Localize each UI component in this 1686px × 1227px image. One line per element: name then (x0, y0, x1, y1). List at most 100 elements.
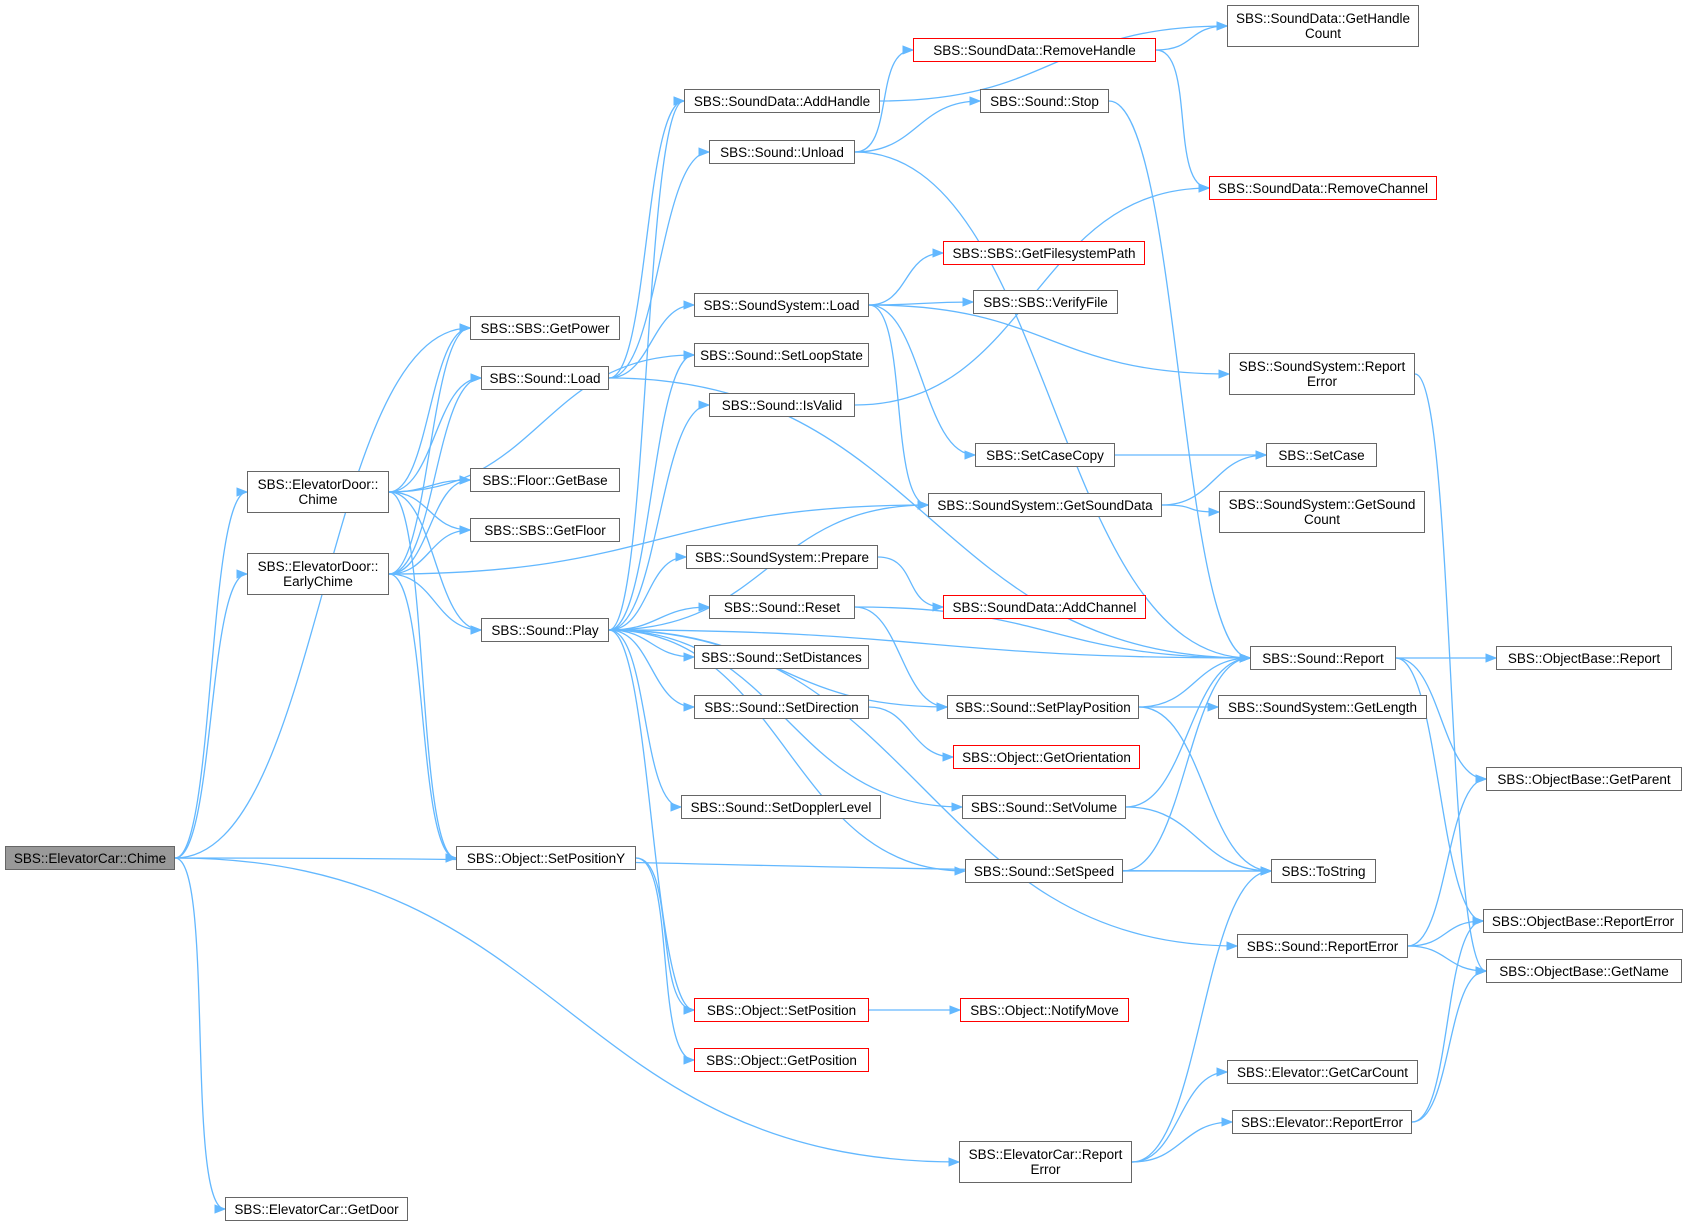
node-ss-prepare[interactable]: SBS::SoundSystem::Prepare (686, 545, 878, 569)
node-label: SBS::Sound::SetDopplerLevel (690, 799, 872, 815)
node-tostring[interactable]: SBS::ToString (1271, 859, 1376, 883)
node-sound-play[interactable]: SBS::Sound::Play (481, 618, 609, 642)
node-sound-setdist[interactable]: SBS::Sound::SetDistances (694, 645, 869, 669)
node-label: Error (1030, 1162, 1061, 1177)
node-sd-removehandle[interactable]: SBS::SoundData::RemoveHandle (913, 38, 1156, 62)
node-obj-getpos[interactable]: SBS::Object::GetPosition (694, 1048, 869, 1072)
node-label: SBS::SetCase (1278, 447, 1365, 463)
edge-sd-removehandle-to-sd-gethandlecount (1155, 21, 1229, 51)
node-obj-notifymove[interactable]: SBS::Object::NotifyMove (960, 998, 1129, 1022)
node-sbs-getfspath[interactable]: SBS::SBS::GetFilesystemPath (943, 241, 1145, 265)
edge-door-chime-to-obj-setposy (388, 491, 458, 863)
node-ob-getparent[interactable]: SBS::ObjectBase::GetParent (1486, 767, 1682, 791)
edge-sound-play-to-sound-reset (608, 602, 711, 631)
node-root[interactable]: SBS::ElevatorCar::Chime (5, 846, 175, 870)
node-sd-removechannel[interactable]: SBS::SoundData::RemoveChannel (1209, 176, 1437, 200)
edge-elev-reporterror-to-ob-getname (1411, 966, 1488, 1123)
node-getpower[interactable]: SBS::SBS::GetPower (470, 316, 620, 340)
node-label: SBS::SoundData::RemoveHandle (933, 42, 1136, 58)
node-sound-reset[interactable]: SBS::Sound::Reset (709, 595, 855, 619)
edge-door-chime-to-sound-setloop (388, 350, 696, 493)
edge-sound-unload-to-sound-report (854, 151, 1252, 663)
node-setcasecopy[interactable]: SBS::SetCaseCopy (975, 443, 1115, 467)
edge-sound-play-to-sound-reporterror (608, 629, 1239, 951)
node-label: SBS::Sound::IsValid (721, 397, 843, 413)
node-label: Chime (298, 492, 338, 507)
node-label: SBS::Sound::SetDirection (704, 699, 859, 715)
node-sound-setloop[interactable]: SBS::Sound::SetLoopState (694, 343, 869, 367)
edge-root-to-door-chime (174, 487, 249, 859)
edge-sound-play-to-sound-setloop (608, 350, 696, 631)
node-label: SBS::Object::SetPositionY (466, 850, 626, 866)
edge-root-to-car-reporterror (174, 857, 961, 1167)
node-ss-load[interactable]: SBS::SoundSystem::Load (694, 293, 869, 317)
node-sound-setdir[interactable]: SBS::Sound::SetDirection (694, 695, 869, 719)
node-obj-getorient[interactable]: SBS::Object::GetOrientation (953, 745, 1140, 769)
node-sound-report[interactable]: SBS::Sound::Report (1250, 646, 1396, 670)
node-floor-getbase[interactable]: SBS::Floor::GetBase (470, 468, 620, 492)
node-ss-getlength[interactable]: SBS::SoundSystem::GetLength (1218, 695, 1427, 719)
node-sound-setvolume[interactable]: SBS::Sound::SetVolume (962, 795, 1126, 819)
node-sound-isvalid[interactable]: SBS::Sound::IsValid (709, 393, 855, 417)
node-sbs-verifyfile[interactable]: SBS::SBS::VerifyFile (973, 290, 1118, 314)
edge-sound-setdir-to-obj-getorient (868, 706, 955, 762)
node-sound-setdoppler[interactable]: SBS::Sound::SetDopplerLevel (681, 795, 881, 819)
edge-ss-load-to-sbs-getfspath (868, 248, 945, 306)
edge-sound-unload-to-sd-removehandle (854, 45, 915, 153)
node-sd-addchannel[interactable]: SBS::SoundData::AddChannel (943, 595, 1146, 619)
edge-sound-setplaypos-to-tostring (1138, 706, 1273, 876)
edge-sound-load-to-sound-report (608, 377, 1252, 663)
node-door-early[interactable]: SBS::ElevatorDoor::EarlyChime (247, 553, 389, 595)
node-label: SBS::ToString (1281, 863, 1366, 879)
node-label: SBS::Sound::Stop (990, 93, 1099, 109)
edge-ss-reporterror-to-ob-getname (1414, 373, 1488, 976)
node-sound-stop[interactable]: SBS::Sound::Stop (980, 89, 1109, 113)
node-door-chime[interactable]: SBS::ElevatorDoor::Chime (247, 471, 389, 513)
edge-sound-setvolume-to-sound-report (1125, 653, 1252, 808)
node-setcase[interactable]: SBS::SetCase (1266, 443, 1377, 467)
node-label: SBS::ElevatorDoor:: (257, 477, 379, 492)
node-ss-getsounddata[interactable]: SBS::SoundSystem::GetSoundData (928, 493, 1162, 517)
edge-root-to-getdoor (174, 857, 227, 1214)
node-label: SBS::SoundSystem::GetLength (1227, 699, 1418, 715)
edge-sound-play-to-sound-setspeed (608, 629, 967, 876)
node-obj-setpos[interactable]: SBS::Object::SetPosition (694, 998, 869, 1022)
edge-ss-load-to-setcasecopy (868, 304, 977, 460)
edge-ss-getsounddata-to-ss-getsoundcount (1161, 504, 1221, 517)
node-label: SBS::SBS::VerifyFile (983, 294, 1108, 310)
node-label: SBS::ObjectBase::GetName (1499, 963, 1669, 979)
edge-sound-play-to-sound-setdoppler (608, 629, 683, 812)
node-ob-reporterror[interactable]: SBS::ObjectBase::ReportError (1483, 909, 1683, 933)
edge-sound-reset-to-sound-report (854, 606, 1252, 663)
node-label: SBS::Sound::SetVolume (970, 799, 1118, 815)
edge-door-chime-to-getpower (388, 323, 472, 493)
node-label: SBS::Sound::SetLoopState (700, 347, 863, 363)
node-sound-reporterror[interactable]: SBS::Sound::ReportError (1237, 934, 1408, 958)
node-sound-unload[interactable]: SBS::Sound::Unload (709, 140, 855, 164)
node-sound-setspeed[interactable]: SBS::Sound::SetSpeed (965, 859, 1123, 883)
edge-door-early-to-sound-load (388, 373, 483, 575)
node-elev-getcarcount[interactable]: SBS::Elevator::GetCarCount (1227, 1060, 1418, 1084)
node-sbs-getfloor[interactable]: SBS::SBS::GetFloor (470, 518, 620, 542)
node-label: SBS::SoundData::AddChannel (952, 599, 1137, 615)
node-label: SBS::Sound::Unload (720, 144, 844, 160)
node-sound-load[interactable]: SBS::Sound::Load (481, 366, 609, 390)
node-sound-setplaypos[interactable]: SBS::Sound::SetPlayPosition (947, 695, 1139, 719)
node-label: Error (1307, 374, 1337, 389)
node-ob-getname[interactable]: SBS::ObjectBase::GetName (1486, 959, 1682, 983)
node-obj-setposy[interactable]: SBS::Object::SetPositionY (456, 846, 636, 870)
node-elev-reporterror[interactable]: SBS::Elevator::ReportError (1232, 1110, 1412, 1134)
node-getdoor[interactable]: SBS::ElevatorCar::GetDoor (225, 1197, 408, 1221)
node-ob-report[interactable]: SBS::ObjectBase::Report (1496, 646, 1672, 670)
edge-ss-getsounddata-to-setcase (1161, 450, 1268, 506)
edge-sound-load-to-sound-unload (608, 147, 711, 379)
node-sd-addhandle[interactable]: SBS::SoundData::AddHandle (684, 89, 880, 113)
node-label: SBS::SoundSystem::Load (703, 297, 860, 313)
node-label: SBS::SoundData::AddHandle (693, 93, 871, 109)
node-label: SBS::ObjectBase::ReportError (1491, 913, 1675, 929)
